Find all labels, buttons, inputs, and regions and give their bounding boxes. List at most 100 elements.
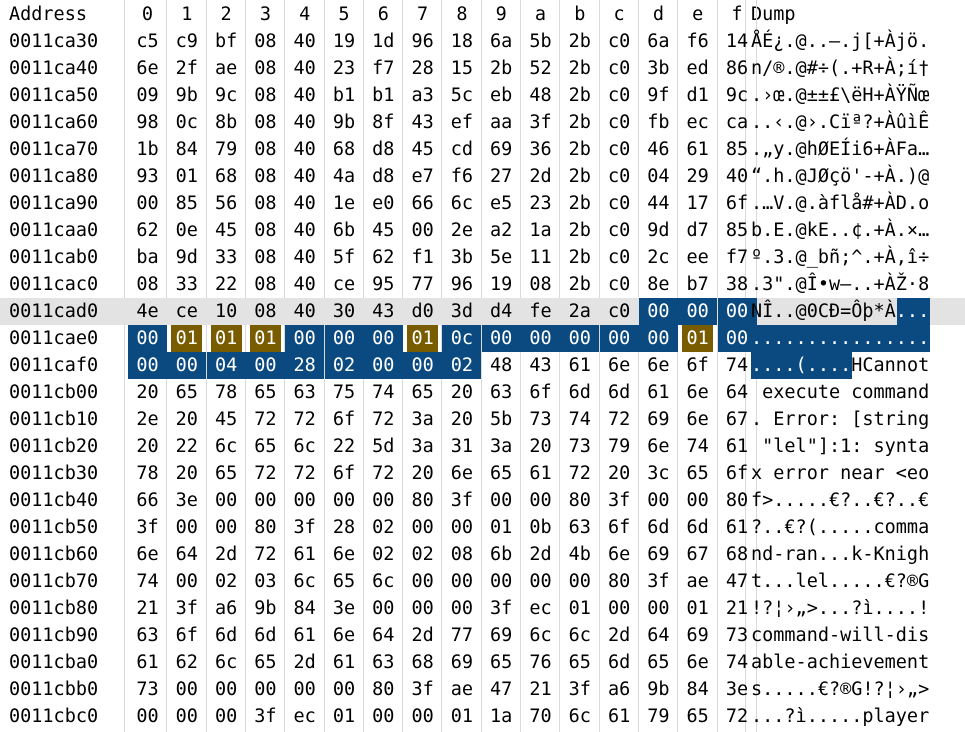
row-dump-text[interactable]: ÅÉ¿.@..–.j[+Àjö.: [751, 31, 930, 52]
hex-byte[interactable]: 00: [214, 517, 238, 538]
hex-byte[interactable]: 00: [568, 571, 591, 592]
hex-byte[interactable]: 2b: [568, 85, 591, 106]
hex-byte[interactable]: 19: [332, 31, 356, 52]
hex-byte[interactable]: 79: [214, 139, 238, 160]
hex-byte[interactable]: 2d: [293, 652, 316, 673]
hex-byte[interactable]: fe: [529, 301, 552, 322]
hex-byte[interactable]: 01: [210, 325, 242, 352]
hex-byte[interactable]: 65: [411, 382, 434, 403]
hex-byte[interactable]: 3f: [607, 490, 631, 511]
hex-byte[interactable]: 6e: [686, 409, 709, 430]
hex-byte[interactable]: fb: [647, 112, 670, 133]
hex-byte[interactable]: 08: [254, 220, 277, 241]
hex-byte[interactable]: 00: [293, 679, 316, 700]
hex-byte[interactable]: 64: [725, 382, 749, 403]
hex-byte[interactable]: e5: [490, 193, 513, 214]
hex-byte[interactable]: 65: [647, 652, 670, 673]
hex-byte[interactable]: 2b: [568, 166, 591, 187]
hex-byte[interactable]: c0: [607, 166, 631, 187]
hex-byte[interactable]: 80: [372, 679, 395, 700]
hex-byte[interactable]: ee: [686, 247, 709, 268]
hex-byte[interactable]: 61: [293, 544, 316, 565]
hex-byte[interactable]: c0: [607, 58, 631, 79]
hex-byte[interactable]: 00: [167, 352, 207, 379]
hex-byte[interactable]: 00: [372, 706, 395, 727]
hex-byte[interactable]: 80: [725, 490, 749, 511]
row-dump-text[interactable]: . Error: [string: [751, 409, 930, 430]
hex-byte[interactable]: 77: [411, 274, 434, 295]
hex-byte[interactable]: f6: [450, 166, 474, 187]
hex-byte[interactable]: c0: [607, 85, 631, 106]
hex-byte[interactable]: 00: [481, 325, 521, 352]
hex-byte[interactable]: 63: [293, 382, 316, 403]
hex-byte[interactable]: d8: [372, 166, 395, 187]
hex-byte[interactable]: 61: [136, 652, 159, 673]
row-dump-text[interactable]: .…V.@.àflå#+ÀD.o: [751, 193, 930, 214]
row-dump-text[interactable]: ..‹.@›.Cïª?+ÀûìÊ: [751, 112, 930, 133]
hex-byte[interactable]: 2d: [529, 166, 552, 187]
hex-byte[interactable]: 00: [372, 598, 395, 619]
hex-byte[interactable]: 74: [136, 571, 159, 592]
hex-byte[interactable]: 84: [175, 139, 198, 160]
hex-byte[interactable]: 3f: [411, 679, 434, 700]
hex-byte[interactable]: 10: [214, 301, 238, 322]
hex-byte[interactable]: f1: [411, 247, 434, 268]
hex-byte[interactable]: 21: [136, 598, 159, 619]
hex-byte[interactable]: 1b: [136, 139, 159, 160]
hex-byte[interactable]: 08: [254, 85, 277, 106]
hex-byte[interactable]: c0: [607, 193, 631, 214]
hex-byte[interactable]: 96: [411, 31, 434, 52]
hex-byte[interactable]: eb: [490, 85, 513, 106]
hex-byte[interactable]: 22: [214, 274, 238, 295]
hex-byte[interactable]: 14: [725, 31, 749, 52]
hex-byte[interactable]: 73: [568, 436, 591, 457]
hex-byte[interactable]: 01: [568, 598, 591, 619]
hex-byte[interactable]: 40: [293, 31, 316, 52]
hex-byte[interactable]: 20: [529, 436, 552, 457]
hex-byte[interactable]: 2b: [490, 58, 513, 79]
row-dump-text[interactable]: ....(....HCannot: [750, 352, 962, 379]
hex-byte[interactable]: 6e: [607, 355, 631, 376]
hex-byte[interactable]: c0: [607, 301, 631, 322]
hex-byte[interactable]: 33: [214, 247, 238, 268]
hex-byte[interactable]: 70: [529, 706, 552, 727]
row-dump-text[interactable]: .„y.@hØEÍi6+ÀFa…: [751, 139, 930, 160]
row-dump-text[interactable]: execute command: [751, 382, 930, 403]
hex-byte[interactable]: 00: [214, 706, 238, 727]
hex-byte[interactable]: 61: [332, 652, 356, 673]
hex-byte[interactable]: 00: [254, 490, 277, 511]
hex-byte[interactable]: 00: [490, 490, 513, 511]
hex-byte[interactable]: 5d: [372, 436, 395, 457]
hex-byte[interactable]: 2f: [175, 58, 198, 79]
hex-byte[interactable]: 9d: [647, 220, 670, 241]
hex-byte[interactable]: 6f: [607, 517, 631, 538]
hex-byte[interactable]: 63: [568, 517, 591, 538]
hex-byte[interactable]: 61: [607, 706, 631, 727]
hex-byte[interactable]: 6b: [332, 220, 356, 241]
hex-byte[interactable]: 00: [245, 352, 285, 379]
hex-byte[interactable]: 80: [607, 571, 631, 592]
hex-byte[interactable]: 01: [249, 325, 281, 352]
hex-byte[interactable]: 3f: [450, 490, 474, 511]
hex-byte[interactable]: 3e: [332, 598, 356, 619]
row-dump-text[interactable]: .3".@Î•w–..+ÀŽ·8: [751, 274, 930, 295]
hex-byte[interactable]: 6c: [372, 571, 395, 592]
hex-byte[interactable]: 9b: [332, 112, 356, 133]
row-dump-text[interactable]: ................: [750, 325, 962, 352]
hex-byte[interactable]: 64: [175, 544, 198, 565]
hex-byte[interactable]: 00: [411, 706, 434, 727]
hex-byte[interactable]: 80: [254, 517, 277, 538]
hex-byte[interactable]: 6e: [450, 463, 474, 484]
hex-byte[interactable]: 1a: [490, 706, 513, 727]
hex-byte[interactable]: 3f: [647, 571, 670, 592]
hex-byte[interactable]: d7: [686, 220, 709, 241]
hex-byte[interactable]: 93: [136, 166, 159, 187]
